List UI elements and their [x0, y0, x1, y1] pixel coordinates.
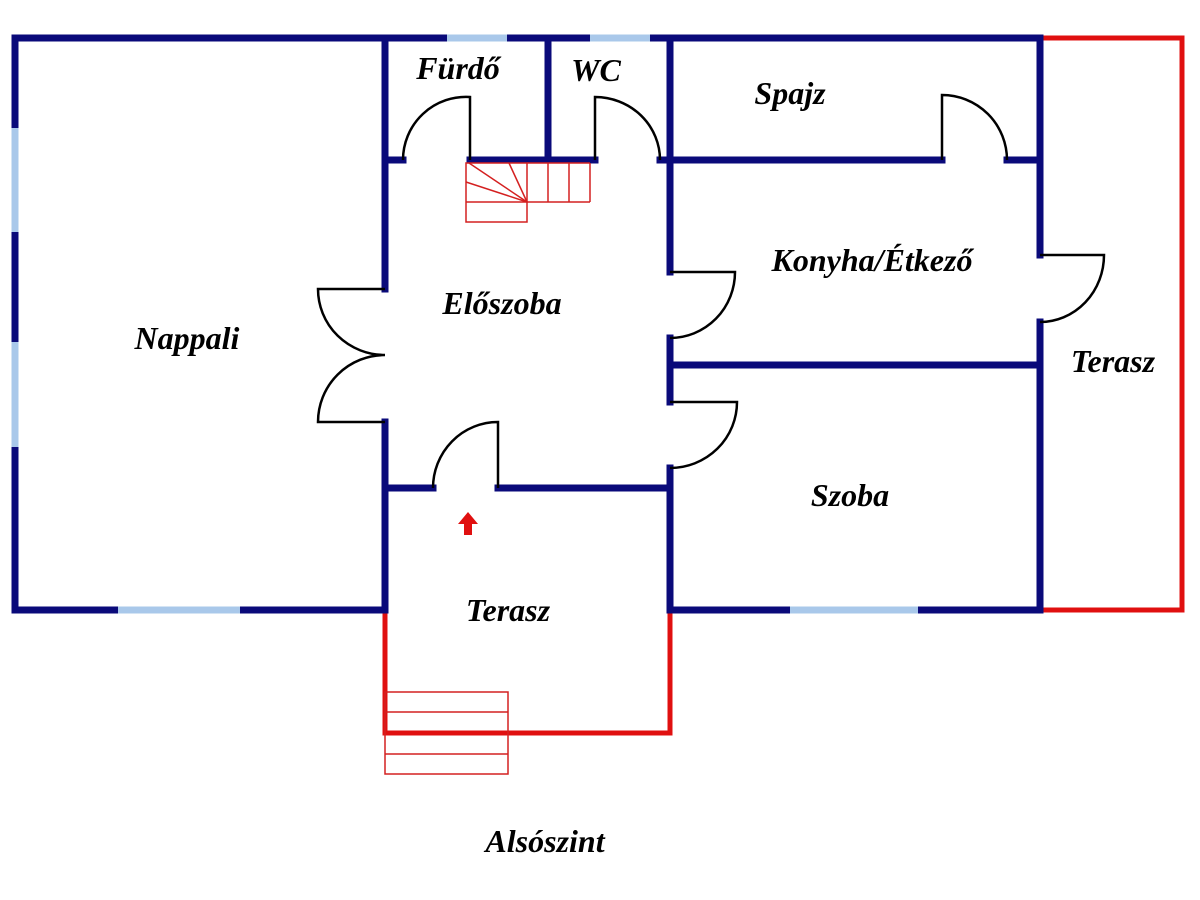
door-spajz: [940, 93, 1009, 161]
windows: [11, 34, 918, 614]
door-entrance: [431, 420, 500, 489]
doors: [316, 93, 1106, 489]
room-label-nappali: Nappali: [134, 320, 240, 356]
entrance-arrow-icon: [458, 512, 478, 535]
door-furdo: [401, 95, 472, 161]
inner-stairs: [465, 162, 591, 223]
room-label-terasz-front: Terasz: [466, 592, 551, 628]
door-wc: [593, 95, 662, 161]
room-label-konyha: Konyha/Étkező: [771, 242, 975, 278]
room-label-wc: WC: [571, 52, 621, 88]
outer-stairs: [384, 691, 509, 775]
door-konyha: [669, 270, 737, 340]
door-szoba: [669, 400, 739, 470]
floor-label: Alsószint: [483, 823, 605, 859]
front-terrace-outline: [382, 607, 673, 736]
room-label-eloszoba: Előszoba: [441, 285, 561, 321]
room-label-spajz: Spajz: [754, 75, 826, 111]
door-terrace-right: [1039, 253, 1106, 324]
right-terrace-outline: [1037, 35, 1185, 613]
room-label-terasz-right: Terasz: [1071, 343, 1156, 379]
room-label-szoba: Szoba: [811, 477, 889, 513]
door-nappali-double: [316, 287, 386, 424]
room-label-furdo: Fürdő: [415, 50, 502, 86]
